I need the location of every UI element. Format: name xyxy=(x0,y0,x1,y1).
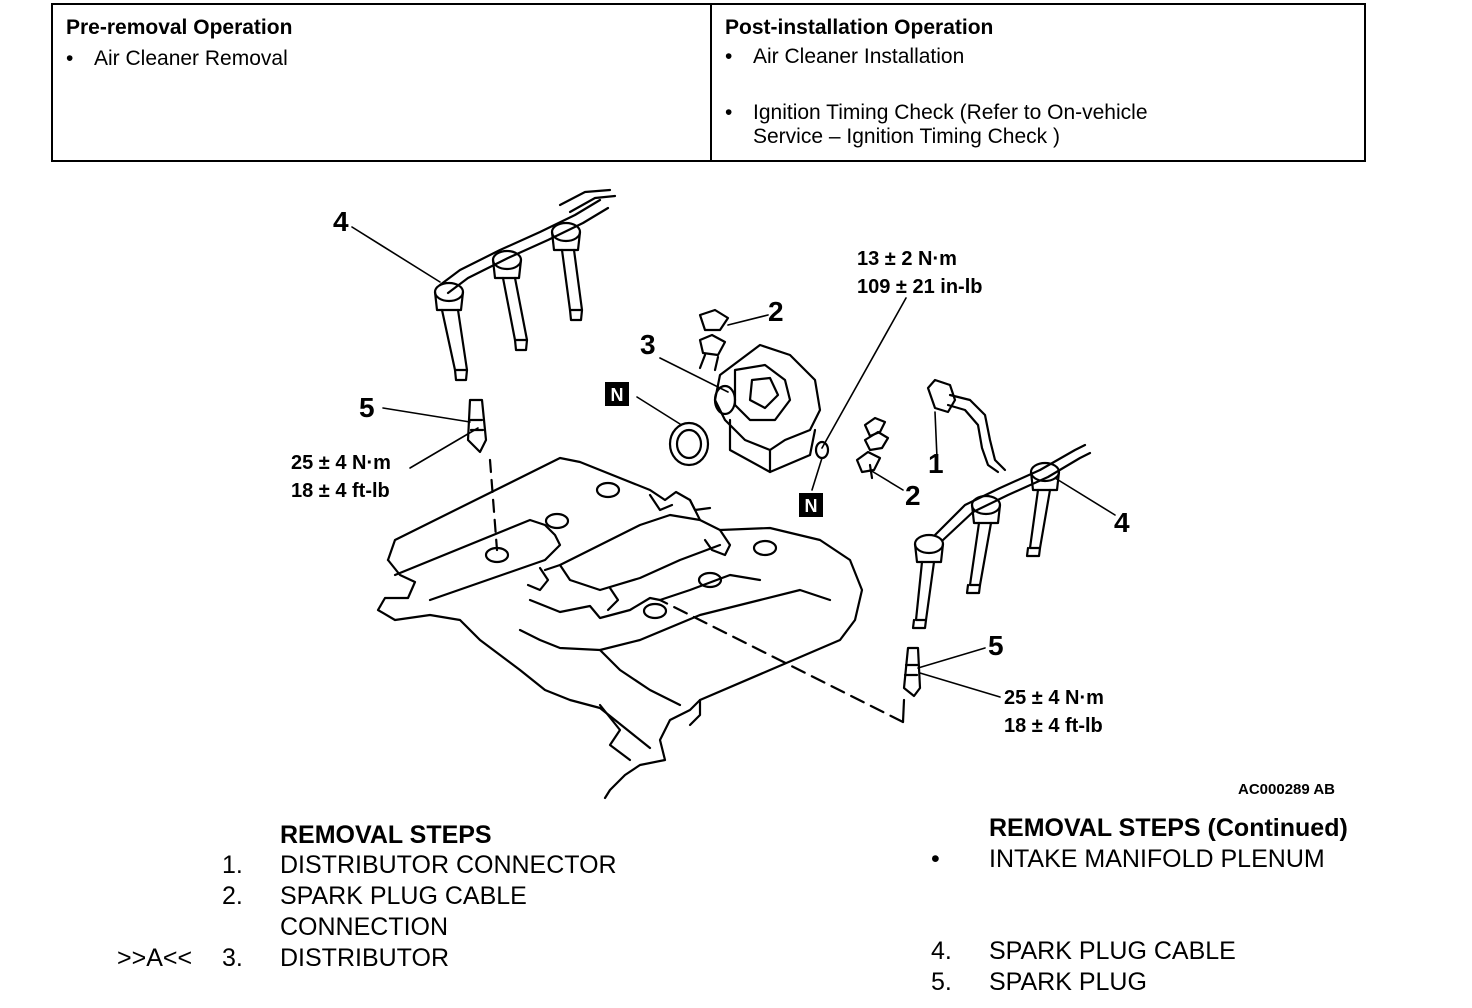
bullet-icon: • xyxy=(725,45,733,68)
cable-clip-drawing xyxy=(855,416,890,480)
step-number: 2. xyxy=(222,882,243,910)
step-label: CONNECTION xyxy=(280,913,449,941)
callout-2-top: 2 xyxy=(768,296,784,327)
callout-3: 3 xyxy=(640,329,656,360)
timing-check-line-2: Service – Ignition Timing Check ) xyxy=(753,125,1060,148)
post-installation-title: Post-installation Operation xyxy=(725,16,994,39)
spark-plug-cable-right-drawing xyxy=(911,443,1092,630)
n-badge-label: N xyxy=(805,496,818,516)
step-mark: >>A<< xyxy=(117,944,193,972)
callout-1: 1 xyxy=(928,448,944,479)
step-label: SPARK PLUG CABLE xyxy=(989,937,1236,965)
post-installation-item: • Ignition Timing Check (Refer to On-vehi… xyxy=(725,101,1148,149)
distributor-connector-drawing xyxy=(926,378,1007,474)
timing-check-line-1: Ignition Timing Check (Refer to On-vehic… xyxy=(753,101,1148,124)
n-badge-top: N xyxy=(605,382,629,406)
step-label: DISTRIBUTOR CONNECTOR xyxy=(280,851,617,879)
step-label: INTAKE MANIFOLD PLENUM xyxy=(989,845,1325,873)
torque-left-nm: 25 ± 4 N·m xyxy=(291,452,391,474)
step-number: 5. xyxy=(931,968,952,996)
spark-plug-left-drawing xyxy=(466,398,499,552)
step-number: 4. xyxy=(931,937,952,965)
distributor-drawing xyxy=(698,308,822,474)
operations-table: Pre-removal Operation • Air Cleaner Remov… xyxy=(51,3,1366,162)
callout-4-right: 4 xyxy=(1114,507,1130,538)
torque-left-ftlb: 18 ± 4 ft-lb xyxy=(291,480,390,502)
spark-plug-cable-left-drawing xyxy=(433,188,617,382)
post-installation-item-label: Ignition Timing Check (Refer to On-vehic… xyxy=(753,101,1148,149)
step-label: SPARK PLUG CABLE xyxy=(280,882,527,910)
callout-2-right: 2 xyxy=(905,480,921,511)
step-number: 3. xyxy=(222,944,243,972)
figure-id: AC000289 AB xyxy=(1238,781,1335,798)
torque-right-ftlb: 18 ± 4 ft-lb xyxy=(1004,715,1103,737)
engine-block-drawing xyxy=(376,456,864,800)
step-number: 1. xyxy=(222,851,243,879)
step-number: • xyxy=(931,845,940,873)
post-installation-item-label: Air Cleaner Installation xyxy=(753,45,965,68)
pre-removal-item-label: Air Cleaner Removal xyxy=(94,47,288,70)
bullet-icon: • xyxy=(725,101,733,124)
callout-5-left: 5 xyxy=(359,392,375,423)
step-label: DISTRIBUTOR xyxy=(280,944,449,972)
n-badge-label: N xyxy=(611,385,624,405)
o-ring-drawing xyxy=(668,421,830,467)
removal-steps-heading: REMOVAL STEPS xyxy=(280,821,492,849)
torque-right-nm: 25 ± 4 N·m xyxy=(1004,687,1104,709)
spark-plug-right-drawing xyxy=(658,598,922,724)
post-installation-column: Post-installation Operation • Air Cleaner… xyxy=(712,5,1364,160)
torque-top-nm: 13 ± 2 N·m xyxy=(857,248,957,270)
step-label: SPARK PLUG xyxy=(989,968,1147,996)
post-installation-item: • Air Cleaner Installation xyxy=(725,45,964,69)
removal-steps-continued-heading: REMOVAL STEPS (Continued) xyxy=(989,814,1348,842)
torque-top-inlb: 109 ± 21 in-lb xyxy=(857,276,982,298)
leader-lines xyxy=(351,226,1116,698)
pre-removal-item: • Air Cleaner Removal xyxy=(66,47,288,71)
pre-removal-title: Pre-removal Operation xyxy=(66,16,293,39)
bullet-icon: • xyxy=(66,47,74,70)
pre-removal-column: Pre-removal Operation • Air Cleaner Remov… xyxy=(53,5,712,160)
callout-5-right: 5 xyxy=(988,630,1004,661)
n-badge-bottom: N xyxy=(799,493,823,517)
callout-4-left: 4 xyxy=(333,206,349,237)
